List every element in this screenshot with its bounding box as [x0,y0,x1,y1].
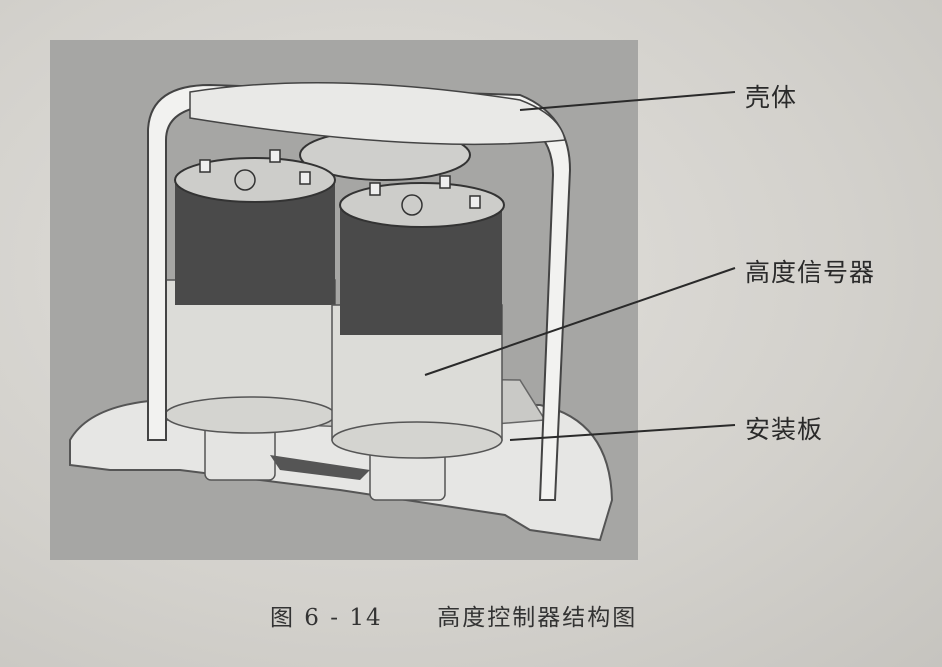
caption-title: 高度控制器结构图 [437,605,638,631]
sensor-left-bottom [164,396,336,434]
wire-bundle [270,455,370,480]
figure-caption: 图 6 - 14 高度控制器结构图 [270,598,637,632]
leader-line-altitude-sensor [424,267,736,376]
label-housing: 壳体 [745,83,798,112]
label-altitude-sensor: 高度信号器 [745,258,876,287]
caption-number: 图 6 - 14 [270,605,383,631]
leader-line-mounting-plate [509,424,736,441]
sensor-right-bolts [369,175,481,216]
sensor-right-bottom [331,421,503,459]
leader-line-housing [519,91,736,111]
label-mounting-plate: 安装板 [745,415,824,444]
housing-top [189,81,566,146]
sensor-left-bolts [199,149,311,191]
